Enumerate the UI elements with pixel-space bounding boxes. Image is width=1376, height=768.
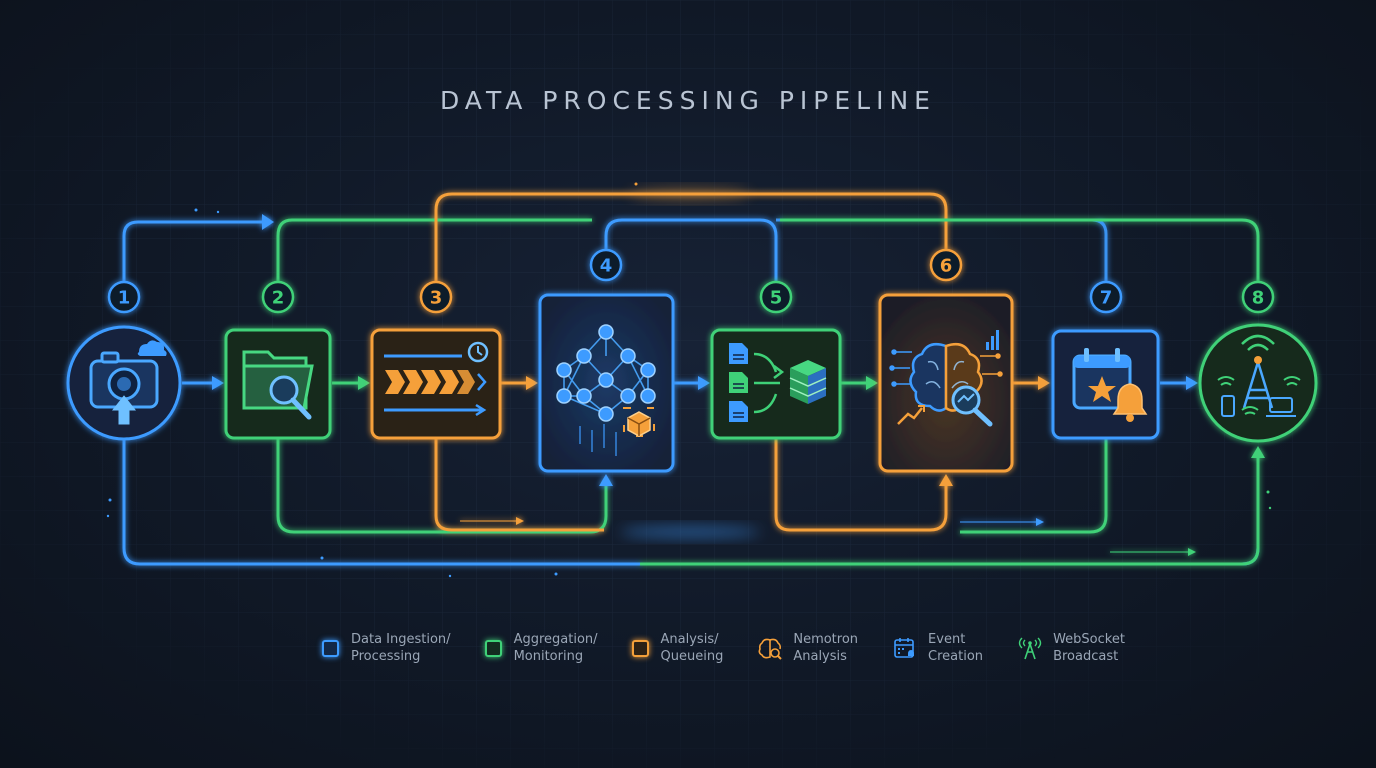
- legend-label: Aggregation/ Monitoring: [513, 632, 598, 664]
- step-badge-1: 1: [107, 280, 141, 314]
- calendar-icon: [894, 638, 915, 658]
- step-badge-4: 4: [589, 248, 623, 282]
- step-badge-circle: [589, 248, 623, 282]
- connector-top-1: [122, 220, 270, 284]
- arrow-up-4: [599, 474, 613, 486]
- connector-bottom-3: [434, 438, 604, 532]
- step-number: 8: [1252, 288, 1265, 309]
- step-number: 7: [1100, 288, 1113, 309]
- legend-label: Event Creation: [928, 632, 984, 664]
- step-badge-2: 2: [261, 280, 295, 314]
- camera-upload-icon: [89, 340, 167, 425]
- step-badge-circle: [929, 248, 963, 282]
- arrow-4-5: [698, 376, 710, 390]
- legend: Data Ingestion/ Processing Aggregation/ …: [322, 630, 1125, 666]
- legend-item-ingestion: Data Ingestion/ Processing: [322, 631, 451, 665]
- step-badge-circle: [1241, 280, 1275, 314]
- step-number: 5: [770, 288, 783, 309]
- legend-label: Data Ingestion/ Processing: [351, 632, 451, 664]
- connector-bottom-2: [276, 438, 608, 534]
- arrow-3-4: [526, 376, 538, 390]
- step-number: 6: [940, 256, 953, 277]
- step-badge-circle: [759, 280, 793, 314]
- connector-bottom-1b: [640, 456, 1260, 566]
- arrow-bottom-7: [1036, 518, 1044, 526]
- brain-analysis-icon: [889, 330, 1003, 427]
- connector-top-2: [276, 218, 592, 284]
- arrow-7-8: [1186, 376, 1198, 390]
- broadcast-tower-icon: [1217, 334, 1301, 417]
- step-badge-circle: [1089, 280, 1123, 314]
- tower-icon: [1018, 637, 1042, 660]
- step-number: 2: [272, 288, 285, 309]
- connector-bottom-5: [774, 438, 948, 532]
- step-number: 3: [430, 288, 443, 309]
- glow-sparks: [106, 182, 1272, 578]
- step-badge-circle: [419, 280, 453, 314]
- legend-item-aggregation: Aggregation/ Monitoring: [484, 631, 598, 665]
- legend-label: WebSocket Broadcast: [1053, 632, 1125, 664]
- folder-search-icon: [242, 350, 314, 420]
- connector-top-4: [604, 218, 778, 284]
- step-number: 4: [600, 256, 613, 277]
- connector-bottom-7: [960, 438, 1108, 534]
- legend-label: Analysis/ Queueing: [660, 632, 724, 664]
- legend-item-analysis: Analysis/ Queueing: [631, 631, 724, 665]
- queue-clock-icon: [384, 341, 489, 417]
- arrow-bottom-3: [516, 517, 524, 525]
- legend-item-nemotron: Nemotron Analysis: [757, 631, 858, 665]
- step-badge-circle: [261, 280, 295, 314]
- arrow-5-6: [866, 376, 878, 390]
- legend-label: Nemotron Analysis: [793, 632, 859, 664]
- step-badge-7: 7: [1089, 280, 1123, 314]
- arrow-up-8: [1251, 446, 1265, 458]
- step-badge-6: 6: [929, 248, 963, 282]
- step-badge-circle: [107, 280, 141, 314]
- step-badge-3: 3: [419, 280, 453, 314]
- arrow-1-2: [212, 376, 224, 390]
- step-number: 1: [118, 288, 131, 309]
- legend-swatch-blue: [322, 639, 339, 657]
- step-badge-8: 8: [1241, 280, 1275, 314]
- legend-swatch-green: [484, 639, 502, 657]
- connector-top-6: [780, 218, 1260, 284]
- brain-icon: [758, 638, 783, 660]
- step-badges: 1 2 3 4 5 6 7 8: [107, 248, 1275, 314]
- arrow-top-1: [262, 214, 274, 230]
- step-badge-5: 5: [759, 280, 793, 314]
- step-node-8: [1198, 323, 1318, 443]
- legend-swatch-orange: [631, 639, 649, 657]
- arrowheads: [212, 214, 1265, 556]
- arrow-6-7: [1038, 376, 1050, 390]
- calendar-bell-icon: [1072, 348, 1148, 422]
- page-title: DATA PROCESSING PIPELINE: [440, 86, 936, 115]
- legend-item-websocket: WebSocket Broadcast: [1017, 631, 1125, 665]
- documents-database-icon: [729, 343, 827, 422]
- neural-network-icon: [556, 324, 656, 456]
- arrow-up-6: [939, 474, 953, 486]
- legend-item-event: Event Creation: [892, 631, 983, 665]
- arrow-bottom-8: [1188, 548, 1196, 556]
- arrow-2-3: [358, 376, 370, 390]
